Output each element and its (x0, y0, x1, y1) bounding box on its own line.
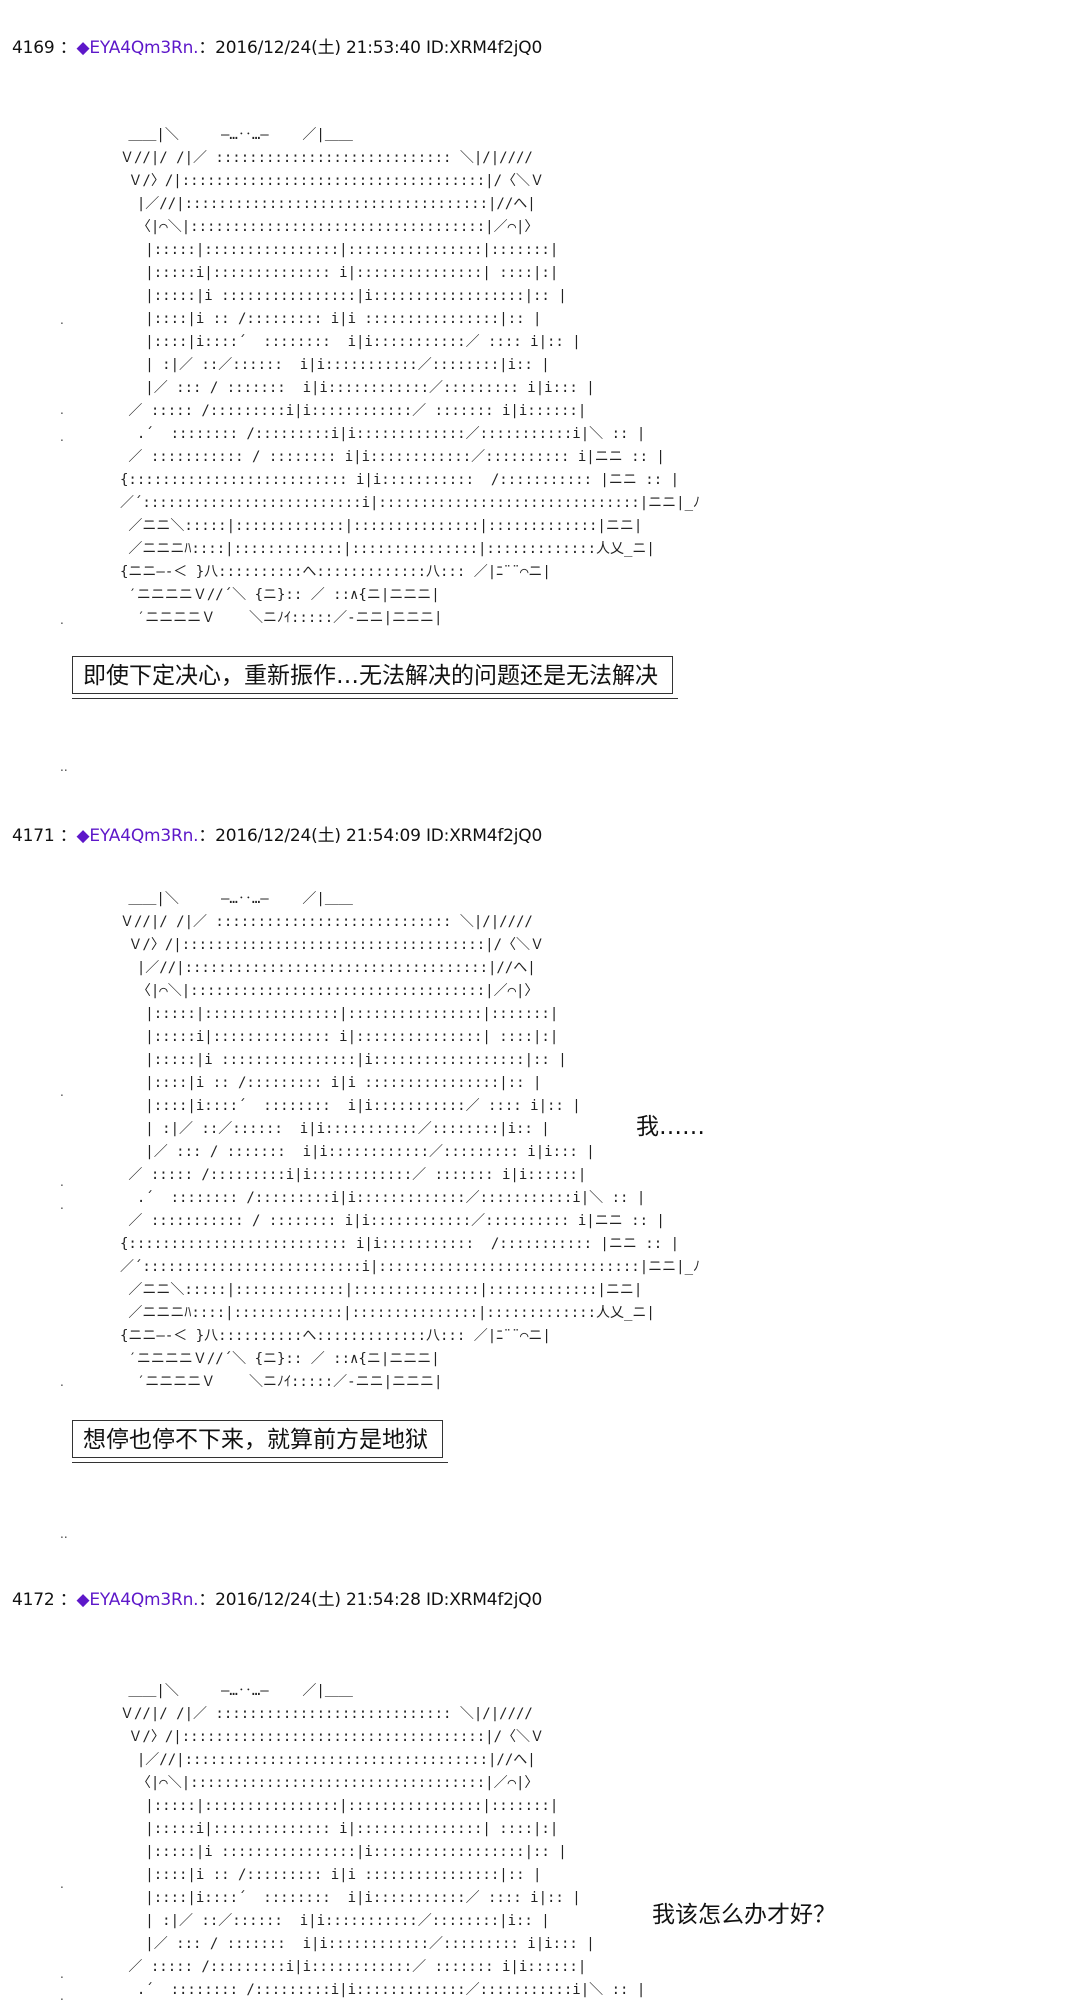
ascii-art: ＿＿|＼ ―…‥…― ／|＿＿ Ｖ//|/ /|／ ::::::::::::::… (120, 1683, 646, 1998)
poster-name: ◆EYA4Qm3Rn. (76, 38, 199, 58)
header-separator: ： (59, 1590, 77, 1610)
post-number[interactable]: 4169 (12, 38, 55, 58)
ascii-art: ＿＿|＼ ―…‥…― ／|＿＿ Ｖ//|/ /|／ ::::::::::::::… (120, 891, 701, 1390)
dialogue-text: 我该怎么办才好？ (652, 1902, 836, 1928)
dot-mark: . (60, 1198, 64, 1212)
dialogue-text: 我…… (636, 1114, 705, 1140)
ascii-art: ＿＿|＼ ―…‥…― ／|＿＿ Ｖ//|/ /|／ ::::::::::::::… (120, 127, 701, 626)
narration-box: 即使下定决心，重新振作…无法解决的问题还是无法解决 (72, 656, 678, 699)
header-separator: ： (59, 38, 77, 58)
dot-mark: .. (60, 760, 68, 774)
dot-mark: . (60, 1175, 64, 1189)
post-header: 4171 ：◆EYA4Qm3Rn.：2016/12/24(土) 21:54:09… (12, 824, 542, 848)
dot-mark: . (60, 1967, 64, 1981)
dot-mark: . (60, 1989, 64, 2003)
dot-mark: . (60, 430, 64, 444)
post-header: 4169 ：◆EYA4Qm3Rn.：2016/12/24(土) 21:53:40… (12, 36, 542, 60)
poster-name: ◆EYA4Qm3Rn. (76, 826, 199, 846)
dot-mark: . (60, 313, 64, 327)
dot-mark: . (60, 403, 64, 417)
post-number[interactable]: 4171 (12, 826, 55, 846)
post-datetime: ：2016/12/24(土) 21:53:40 ID:XRM4f2jQ0 (198, 38, 543, 58)
header-separator: ： (59, 826, 77, 846)
post-header: 4172 ：◆EYA4Qm3Rn.：2016/12/24(土) 21:54:28… (12, 1588, 542, 1612)
poster-name: ◆EYA4Qm3Rn. (76, 1590, 199, 1610)
post-number[interactable]: 4172 (12, 1590, 55, 1610)
narration-box: 想停也停不下来，就算前方是地狱 (72, 1420, 448, 1463)
post-datetime: ：2016/12/24(土) 21:54:28 ID:XRM4f2jQ0 (198, 1590, 543, 1610)
post-datetime: ：2016/12/24(土) 21:54:09 ID:XRM4f2jQ0 (198, 826, 543, 846)
dot-mark: . (60, 613, 64, 627)
dot-mark: .. (60, 1527, 68, 1541)
dot-mark: . (60, 1877, 64, 1891)
dot-mark: . (60, 1085, 64, 1099)
dot-mark: . (60, 1375, 64, 1389)
